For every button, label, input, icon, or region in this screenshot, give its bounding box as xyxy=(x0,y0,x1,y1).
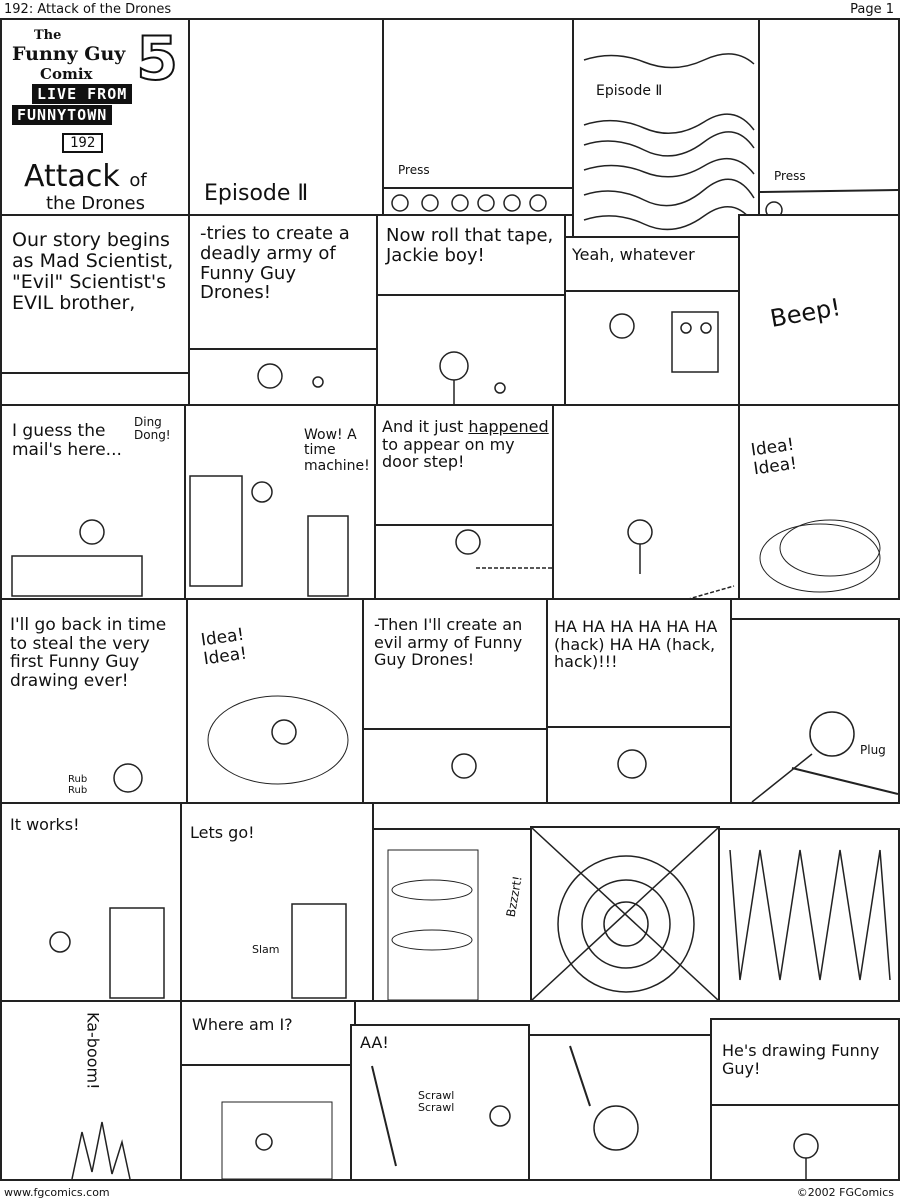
teleport-drawing xyxy=(387,849,479,1000)
bubble-roll-tape: Now roll that tape, Jackie boy! xyxy=(386,225,554,266)
panel-4-2: Idea! Idea! xyxy=(186,598,364,804)
tower-drawing xyxy=(49,907,165,999)
sfx-slam: Slam xyxy=(252,943,280,956)
stickman-chain-drawing xyxy=(455,529,552,569)
issue-number: 192 xyxy=(62,133,104,153)
panel-6-3: AA! Scrawl Scrawl xyxy=(350,1024,530,1181)
evil-grin-drawing xyxy=(113,763,143,793)
panel-3-2: Wow! A time machine! xyxy=(184,404,376,600)
bubble-it-works: It works! xyxy=(10,815,80,834)
scribble-drawing xyxy=(759,519,881,593)
panel-5-2: Lets go! Slam xyxy=(180,802,374,1002)
logo-bar-funnytown: FUNNYTOWN xyxy=(12,105,113,125)
pencil-drawing xyxy=(371,1065,511,1167)
bubble-door-step: And it just happened to appear on my doo… xyxy=(382,417,549,472)
sfx-ding-dong: Ding Dong! xyxy=(134,415,171,443)
vortex-drawing xyxy=(532,828,718,1000)
plug-drawing xyxy=(751,711,898,802)
remote-button-drawing xyxy=(760,189,898,214)
door-time-machine-drawing xyxy=(189,475,349,597)
panel-5-4 xyxy=(530,826,720,1002)
panel-2-3: Now roll that tape, Jackie boy! xyxy=(376,214,566,406)
panel-6-1: Ka-boom! xyxy=(0,1000,182,1181)
tower-drawing-2 xyxy=(291,903,347,999)
panel-4-1: I'll go back in time to steal the very f… xyxy=(0,598,188,804)
sfx-beep: Beep! xyxy=(768,293,843,333)
laughing-face-drawing xyxy=(617,749,647,779)
panel-1-5: Press xyxy=(758,18,900,216)
panel-4-4: HA HA HA HA HA HA (hack) HA HA (hack, ha… xyxy=(546,598,732,804)
sfx-kaboom: Ka-boom! xyxy=(83,1012,103,1090)
panel-2-2: -tries to create a deadly army of Funny … xyxy=(188,214,378,406)
zigzag-drawing xyxy=(729,849,891,981)
copyright: ©2002 FGComics xyxy=(796,1186,894,1199)
panel-5-5 xyxy=(718,828,900,1002)
bubble-evil-army: -Then I'll create an evil army of Funny … xyxy=(374,615,523,670)
bubble-laugh: HA HA HA HA HA HA (hack) HA HA (hack, ha… xyxy=(554,617,718,672)
panel-1-4: Episode Ⅱ xyxy=(572,18,760,240)
panel-6-2: Where am I? xyxy=(180,1000,356,1181)
bubble-lets-go: Lets go! xyxy=(190,823,255,842)
desk-drawing xyxy=(11,519,143,597)
caption-press-2: Press xyxy=(774,169,806,183)
chair-tape-drawing xyxy=(609,311,719,373)
panel-2-5: Beep! xyxy=(738,214,900,406)
series-logo: The Funny Guy Comix 5 LIVE FROM FUNNYTOW… xyxy=(12,23,182,153)
vcr-remote-drawing xyxy=(384,187,572,212)
logo-line3: Comix xyxy=(40,65,93,83)
panel-5-3: Bzzzrt! xyxy=(372,828,532,1002)
sfx-plug: Plug xyxy=(860,743,886,757)
bubble-mail: I guess the mail's here... xyxy=(12,421,122,460)
sfx-scrawl: Scrawl Scrawl xyxy=(418,1089,455,1115)
logo-bar-live: LIVE FROM xyxy=(32,84,133,104)
bubble-drones: -tries to create a deadly army of Funny … xyxy=(200,223,350,304)
comic-title: 192: Attack of the Drones xyxy=(4,2,172,17)
funny-guy-paper-drawing xyxy=(569,1045,639,1151)
bubble-time-machine: Wow! A time machine! xyxy=(304,427,370,474)
paper-drawing xyxy=(221,1101,333,1179)
logo-line1: The xyxy=(34,28,62,43)
bubble-narration: Our story begins as Mad Scientist, "Evil… xyxy=(12,229,174,314)
panel-logo: The Funny Guy Comix 5 LIVE FROM FUNNYTOW… xyxy=(0,18,190,216)
panel-6-5: He's drawing Funny Guy! xyxy=(710,1018,900,1181)
bubble-whatever: Yeah, whatever xyxy=(572,245,695,264)
scribble-drawing-2 xyxy=(207,695,349,785)
sfx-rub: Rub Rub xyxy=(68,774,88,796)
static-lines-drawing xyxy=(583,53,755,231)
panel-3-5: Idea! Idea! xyxy=(738,404,900,600)
caption-episode: Episode Ⅱ xyxy=(204,181,309,206)
panel-6-4 xyxy=(528,1034,712,1181)
panel-3-3: And it just happened to appear on my doo… xyxy=(374,404,554,600)
page-number: Page 1 xyxy=(850,2,894,17)
panel-1-2: Episode Ⅱ xyxy=(188,18,384,216)
bubble-aa: AA! xyxy=(360,1033,389,1052)
panel-4-3: -Then I'll create an evil army of Funny … xyxy=(362,598,548,804)
bubble-steal-drawing: I'll go back in time to steal the very f… xyxy=(10,615,167,692)
comic-grid: The Funny Guy Comix 5 LIVE FROM FUNNYTOW… xyxy=(0,18,900,1181)
panel-1-3: Press xyxy=(382,18,574,216)
funny-guy-drawing xyxy=(793,1133,819,1179)
caption-episode-scroll: Episode Ⅱ xyxy=(596,83,663,99)
laughing-stickman-drawing xyxy=(451,753,477,779)
panel-5-1: It works! xyxy=(0,802,182,1002)
explosion-drawing xyxy=(71,1121,131,1179)
stickman-mic-drawing xyxy=(439,351,506,404)
logo-line2: Funny Guy xyxy=(12,43,126,65)
panel-4-5: Plug xyxy=(730,618,900,804)
stickman-drawing xyxy=(257,363,324,389)
panel-3-1: I guess the mail's here... Ding Dong! xyxy=(0,404,186,600)
site-url[interactable]: www.fgcomics.com xyxy=(4,1186,110,1199)
bubble-where-am-i: Where am I? xyxy=(192,1015,293,1034)
story-title: Attack of xyxy=(24,159,147,194)
panel-2-4: Yeah, whatever xyxy=(564,236,760,406)
caption-press: Press xyxy=(398,163,430,177)
panel-3-4 xyxy=(552,404,740,600)
page-footer: www.fgcomics.com ©2002 FGComics xyxy=(0,1183,900,1201)
bubble-drawing-funny-guy: He's drawing Funny Guy! xyxy=(722,1041,880,1078)
panel-2-1: Our story begins as Mad Scientist, "Evil… xyxy=(0,214,190,406)
logo-number: 5 xyxy=(135,23,179,95)
stickman-standing-drawing xyxy=(627,519,735,598)
page-header: 192: Attack of the Drones Page 1 xyxy=(0,0,900,20)
story-title-sub: the Drones xyxy=(46,193,145,214)
